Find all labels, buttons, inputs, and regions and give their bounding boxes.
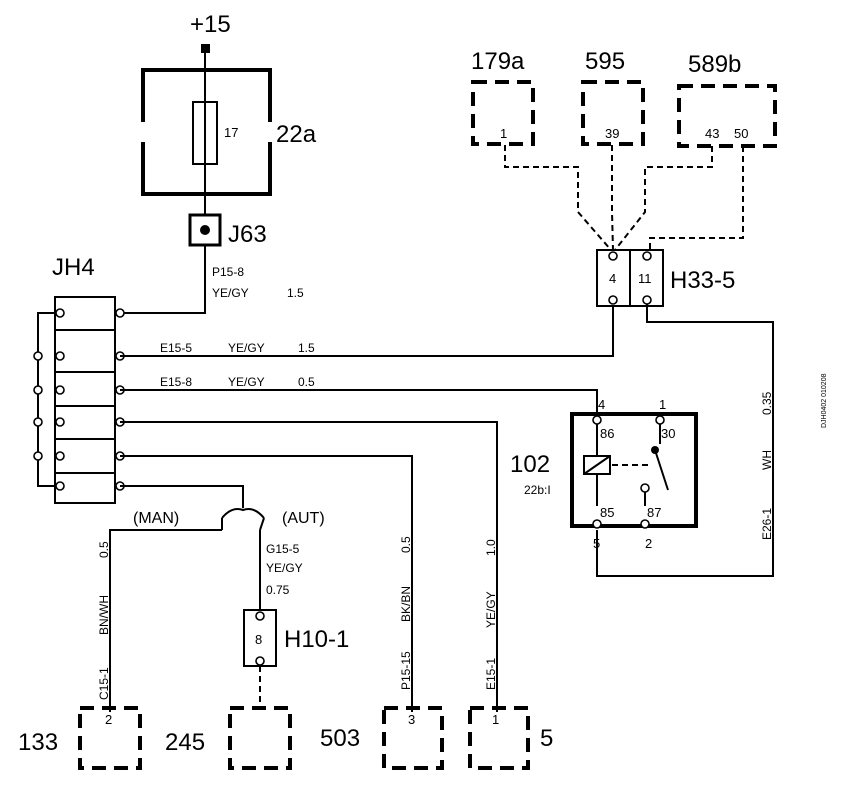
junction-j63: J63 [188, 213, 267, 248]
relay-102: 102 22b:I 4 1 86 30 85 87 5 2 [510, 397, 698, 551]
h10-pin: 8 [255, 632, 262, 647]
wire-e26-1-code: E26-1 [760, 508, 774, 540]
connector-h33-5: 4 11 H33-5 [596, 249, 735, 307]
wire-e15-5-code: E15-5 [160, 341, 192, 355]
relay-ext-4: 4 [598, 397, 605, 412]
component-245: 245 [165, 706, 292, 770]
wire-e15-8-size: 0.5 [298, 375, 315, 389]
relay-ext-5: 5 [593, 536, 600, 551]
wire-e15-1-color: YE/GY [484, 591, 498, 628]
wire-e15-8-color: YE/GY [228, 375, 265, 389]
relay-sub: 22b:I [524, 483, 551, 497]
wire-c15-1-code: C15-1 [97, 667, 111, 700]
supply-terminal [201, 44, 210, 53]
h10-id: H10-1 [284, 626, 349, 653]
junction-id: J63 [228, 221, 267, 248]
wire-e15-5-color: YE/GY [228, 341, 265, 355]
wire-e15-8-code: E15-8 [160, 375, 192, 389]
wire-e15-1-code: E15-1 [484, 658, 498, 690]
wire-p15-8-code: P15-8 [212, 265, 244, 279]
wire-e15-1-size: 1.0 [484, 539, 498, 556]
supply-label: +15 [190, 11, 231, 38]
component-5: 1 5 [468, 706, 553, 770]
relay-ext-1: 1 [659, 397, 666, 412]
wire-c15-1-color: BN/WH [97, 595, 111, 635]
harness-id: JH4 [52, 254, 95, 281]
wire-c15-1-size: 0.5 [97, 541, 111, 558]
wire-p15-15-color: BK/BN [399, 586, 413, 622]
comp-179a-pin: 1 [500, 126, 507, 141]
wire-e26-1-size: 0.35 [760, 391, 774, 415]
wire-p15-15-size: 0.5 [399, 536, 413, 553]
comp-133-pin: 2 [105, 712, 112, 727]
fuse-box: 17 22a [138, 68, 317, 196]
relay-pin-30: 30 [661, 426, 675, 441]
relay-pin-87: 87 [647, 505, 661, 520]
comp-589b-pin-a: 43 [705, 126, 719, 141]
comp-595-id: 595 [585, 48, 625, 75]
component-179a: 179a 1 [471, 48, 535, 146]
comp-5-pin: 1 [492, 712, 499, 727]
relay-pin-85: 85 [600, 505, 614, 520]
man-aut-switch: (MAN) (AUT) [120, 485, 325, 531]
wire-e15-5-size: 1.5 [298, 341, 315, 355]
relay-id: 102 [510, 451, 550, 478]
comp-589b-id: 589b [688, 51, 741, 78]
component-503: 503 3 [320, 706, 444, 770]
wire-p15-15-code: P15-15 [399, 651, 413, 690]
switch-man-label: (MAN) [133, 510, 179, 527]
h33-pin-b: 11 [638, 271, 652, 286]
component-133: 133 2 [18, 706, 142, 770]
wire-p15-8-color: YE/GY [212, 286, 249, 300]
comp-589b-pin-b: 50 [734, 126, 748, 141]
comp-503-pin: 3 [408, 712, 415, 727]
comp-245-id: 245 [165, 729, 205, 756]
component-589b: 589b 43 50 [677, 51, 777, 148]
side-code: DJH0402 010208 [821, 373, 828, 428]
fuse-number: 17 [224, 125, 238, 140]
comp-5-id: 5 [540, 725, 553, 752]
wire-g15-5-size: 0.75 [266, 583, 290, 597]
harness-jh4 [33, 296, 125, 504]
relay-ext-2: 2 [645, 536, 652, 551]
comp-133-id: 133 [18, 729, 58, 756]
component-595: 595 39 [581, 48, 645, 146]
comp-503-id: 503 [320, 725, 360, 752]
h33-id: H33-5 [670, 267, 735, 294]
relay-pin-86: 86 [600, 426, 614, 441]
wire-g15-5-color: YE/GY [266, 561, 303, 575]
wire-e26-1-color: WH [760, 450, 774, 470]
wire-g15-5-code: G15-5 [266, 542, 300, 556]
fuse-id: 22a [276, 121, 317, 148]
switch-aut-label: (AUT) [282, 510, 325, 527]
comp-595-pin: 39 [605, 126, 619, 141]
comp-179a-id: 179a [471, 48, 525, 75]
wire-p15-8-size: 1.5 [287, 286, 304, 300]
h33-pin-a: 4 [609, 271, 616, 286]
connector-h10-1: 8 H10-1 [243, 609, 349, 667]
